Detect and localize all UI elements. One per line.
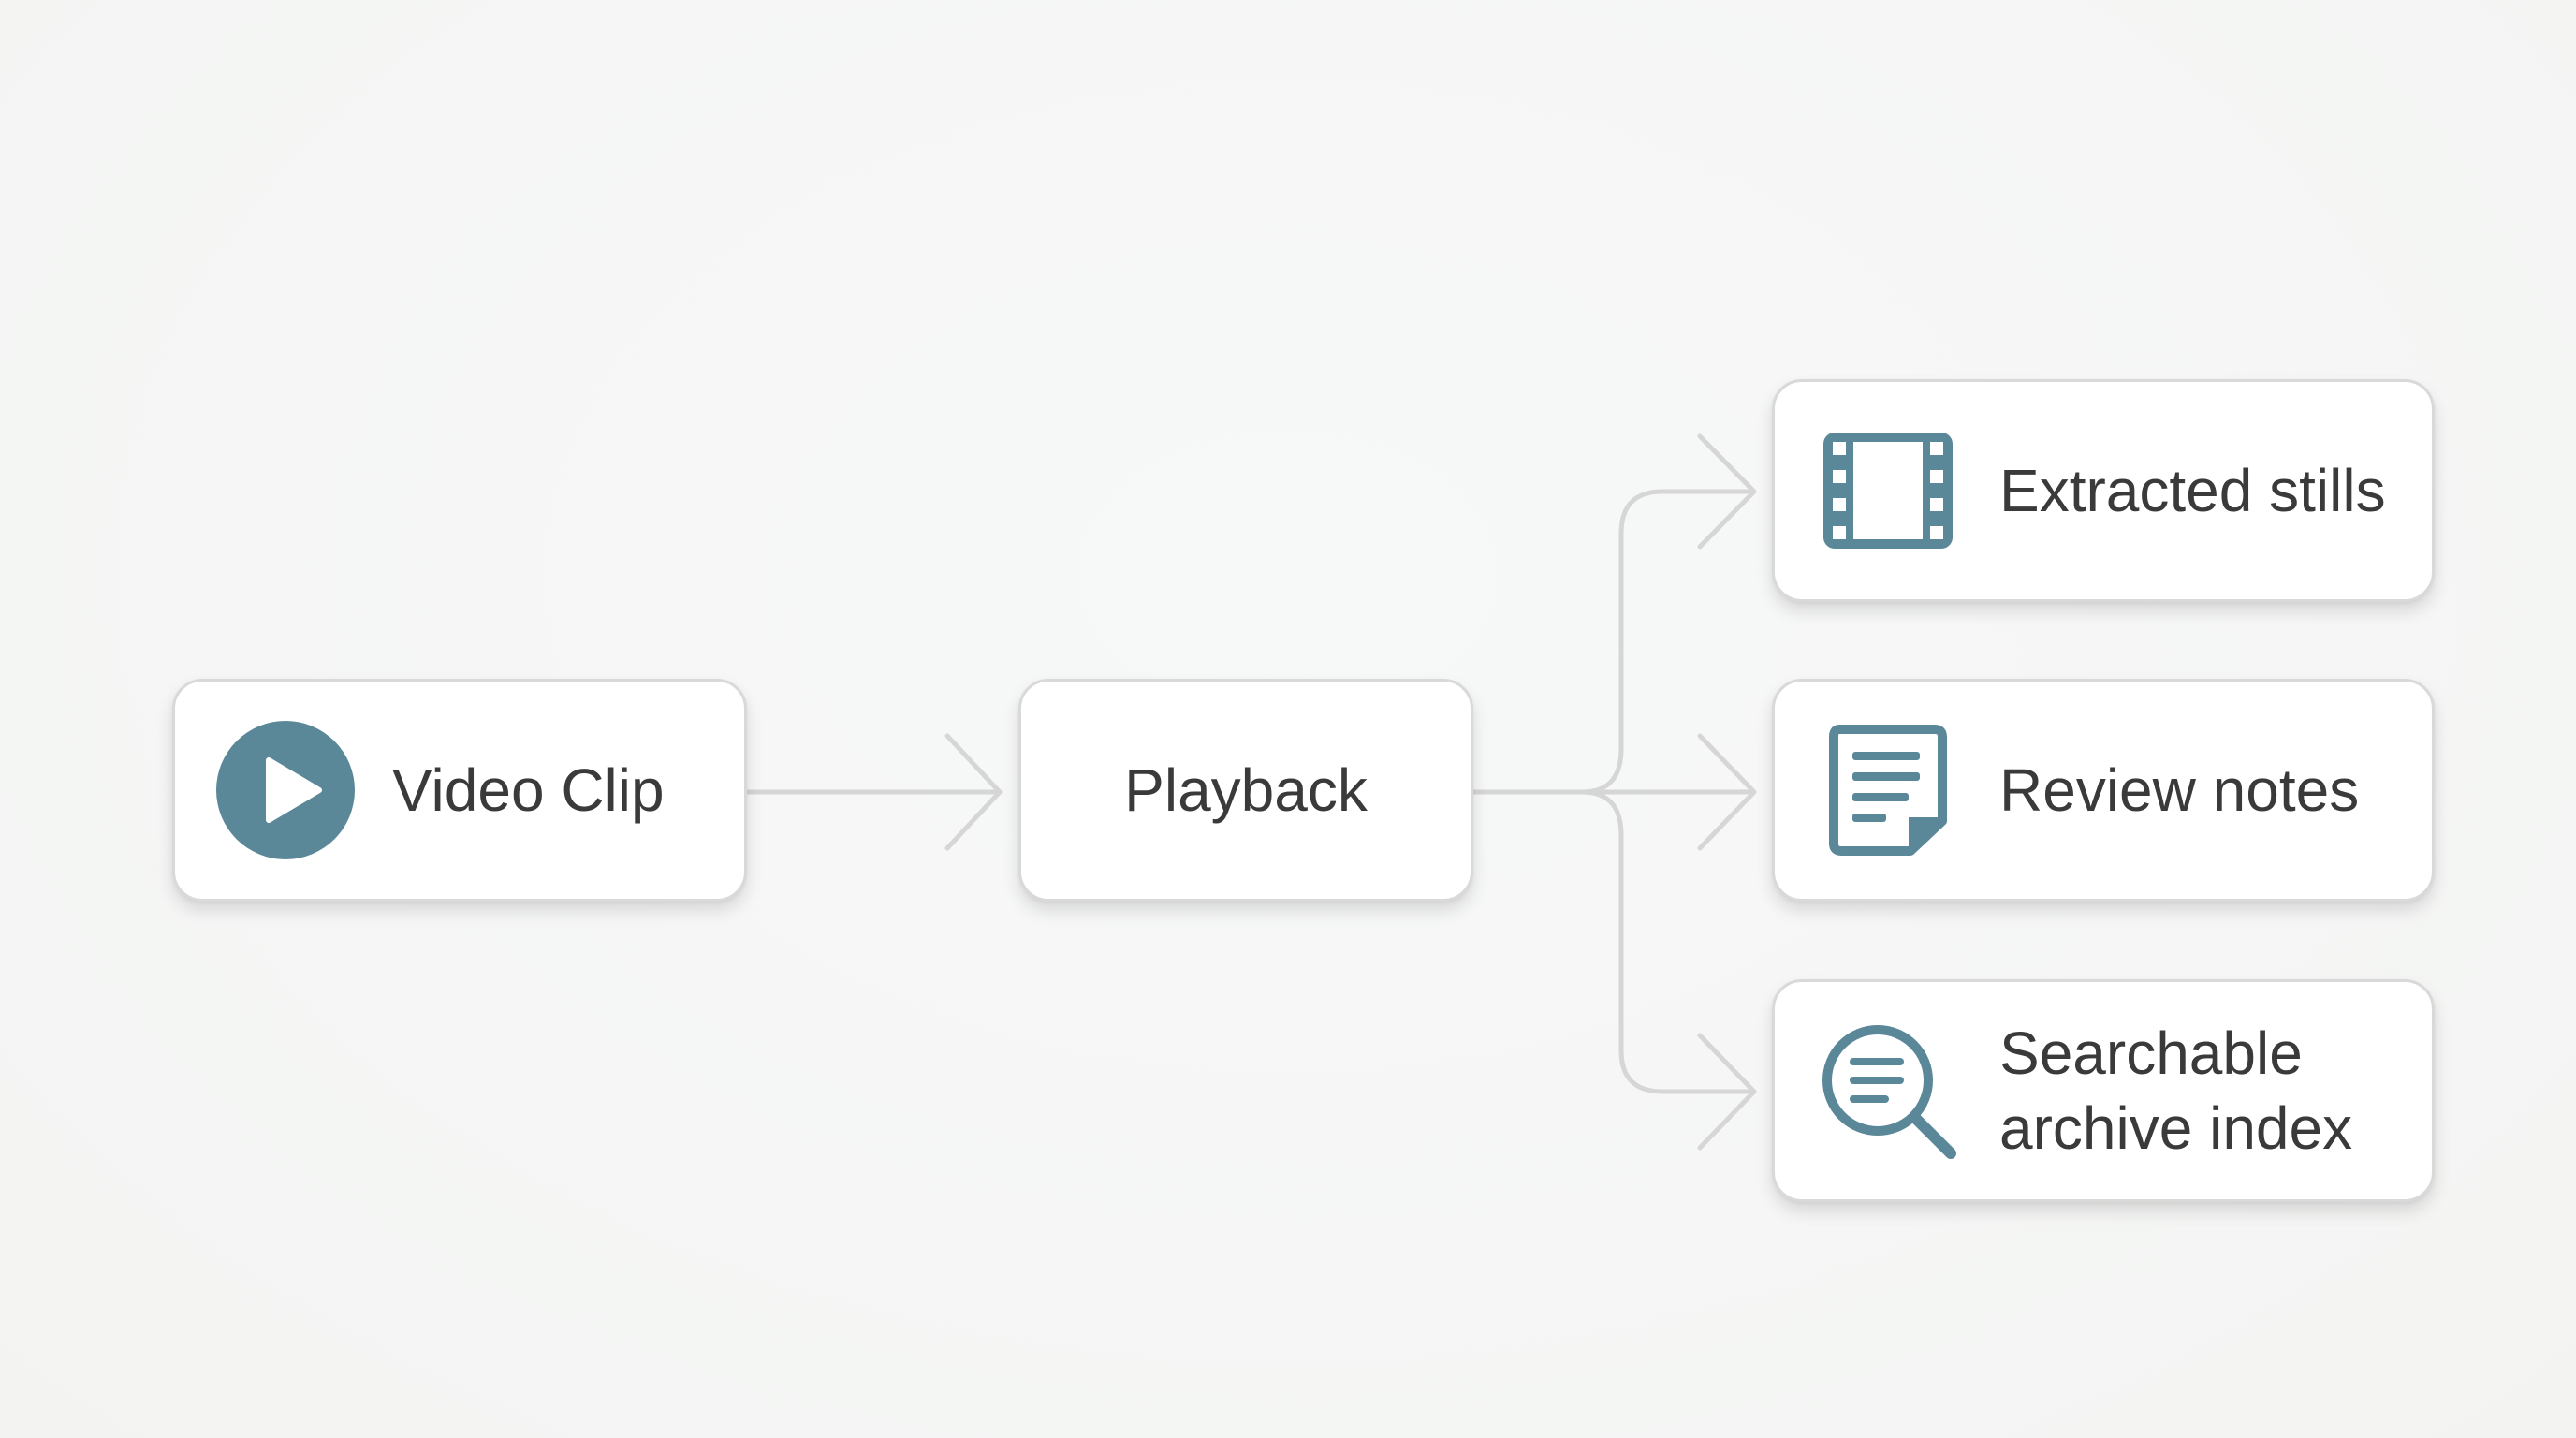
arrowhead-index [1697,1033,1757,1151]
node-label: Playback [1124,756,1368,824]
play-icon [216,721,355,859]
connector-branch-down [1579,789,1753,1094]
node-video-clip[interactable]: Video Clip [172,679,747,902]
node-extracted-stills[interactable]: Extracted stills [1772,379,2435,602]
arrowhead-notes [1697,733,1757,851]
node-searchable-archive-index[interactable]: Searchable archive index [1772,979,2435,1202]
connector-branch-up [1579,489,1753,795]
node-review-notes[interactable]: Review notes [1772,679,2435,902]
node-label: Review notes [1999,756,2360,824]
node-label: Searchable archive index [1999,1020,2353,1162]
arrowhead-stills [1697,433,1757,550]
node-label: Extracted stills [1999,457,2386,524]
node-playback[interactable]: Playback [1018,679,1473,902]
search-document-icon [1818,1020,1958,1161]
arrowhead-playback [944,733,1003,851]
film-strip-icon [1818,429,1958,552]
node-label: Video Clip [392,756,665,824]
document-icon [1818,724,1958,857]
